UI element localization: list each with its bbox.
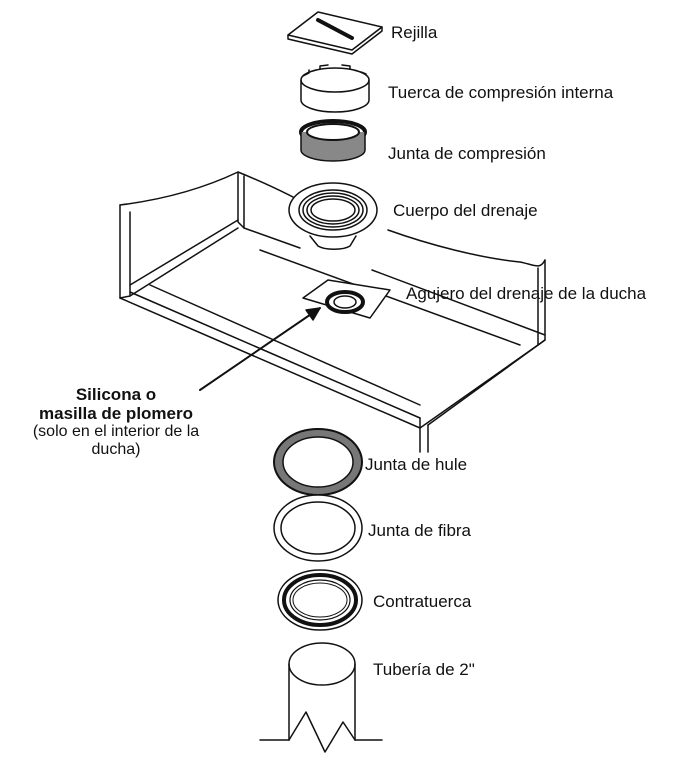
compression-gasket <box>299 119 367 162</box>
label-rejilla: Rejilla <box>391 23 438 42</box>
label-tuerca-compresion: Tuerca de compresión interna <box>388 83 614 102</box>
note-bold-line1: Silicona o <box>75 385 157 404</box>
sealant-arrow <box>199 307 321 391</box>
locknut <box>277 569 363 631</box>
rubber-gasket <box>273 428 363 496</box>
note-line4: ducha) <box>91 441 141 458</box>
label-cuerpo-drenaje: Cuerpo del drenaje <box>393 201 538 220</box>
fiber-gasket <box>273 494 363 562</box>
drain-hole <box>302 279 391 319</box>
shower-pan <box>119 171 546 453</box>
label-contratuerca: Contratuerca <box>373 592 472 611</box>
pipe <box>259 642 383 753</box>
note-bold-line2: masilla de plomero <box>39 404 193 423</box>
note-line3: (solo en el interior de la <box>32 423 200 440</box>
label-agujero-drenaje: Agujero del drenaje de la ducha <box>406 284 647 303</box>
sealant-note: Silicona o masilla de plomero (solo en e… <box>0 385 232 459</box>
grate <box>287 11 383 55</box>
label-tuberia: Tubería de 2" <box>373 660 475 679</box>
compression-nut <box>300 64 370 113</box>
label-junta-hule: Junta de hule <box>365 455 468 474</box>
label-junta-fibra: Junta de fibra <box>368 521 472 540</box>
drain-body <box>288 182 378 251</box>
label-junta-compresion: Junta de compresión <box>388 144 546 163</box>
